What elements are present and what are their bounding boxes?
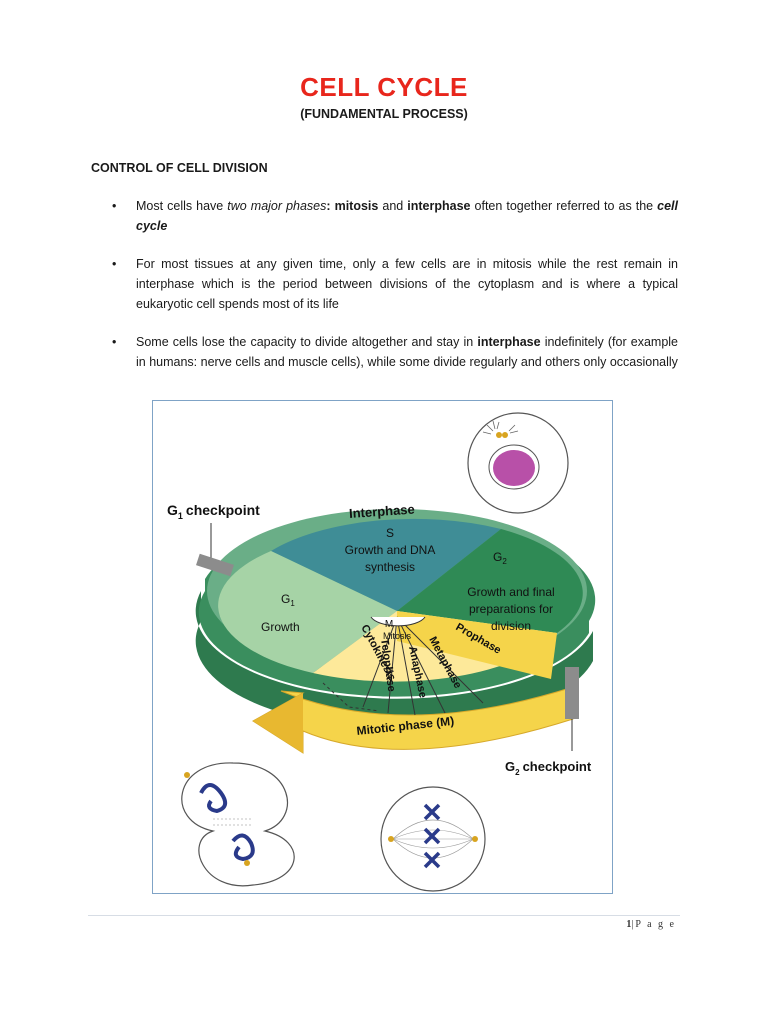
bullet-text-run: cell cycle: [136, 199, 678, 233]
bullet-text-run: and: [378, 199, 408, 213]
g2-phase-line2: preparations for: [469, 602, 553, 616]
bullet-text-run: Most cells have: [136, 199, 228, 213]
s-phase-title: S: [386, 526, 394, 540]
cell-cycle-disk: [218, 518, 583, 682]
bullet-text-run: interphase: [407, 199, 471, 213]
bullet-marker: •: [112, 335, 117, 349]
bullet-item: • For most tissues at any given time, on…: [112, 254, 678, 314]
mitosis-dividers: [322, 616, 484, 716]
g1-phase-title: G1: [281, 592, 295, 608]
g2-phase-title: G2: [493, 550, 507, 566]
g1-phase-sector: [218, 551, 397, 673]
g2-phase-line1: Growth and final: [467, 585, 554, 599]
page-number: 1|P a g e: [626, 919, 676, 930]
metaphase-cell-illustration: [380, 786, 486, 892]
bullet-text: For most tissues at any given time, only…: [136, 257, 678, 311]
interphase-label: Interphase: [349, 502, 416, 522]
s-phase-line1: Growth and DNA: [345, 543, 436, 557]
cytokinesis-cell-illustration: [181, 762, 295, 887]
page-subtitle: (FUNDAMENTAL PROCESS): [300, 107, 468, 121]
s-phase-line2: synthesis: [365, 560, 415, 574]
bullet-text: Most cells have two major phases: mitosi…: [136, 199, 678, 233]
bullet-text-run: For most tissues at any given time, only…: [136, 257, 678, 311]
bullet-text: Some cells lose the capacity to divide a…: [136, 335, 678, 369]
bullet-marker: •: [112, 257, 117, 271]
section-heading: CONTROL OF CELL DIVISION: [91, 161, 268, 175]
bullet-text-run: Some cells lose the capacity to divide a…: [136, 335, 478, 349]
s-phase-sector: [271, 518, 501, 611]
g2-checkpoint-marker: [565, 667, 579, 751]
bullet-list: • Most cells have two major phases: mito…: [112, 196, 678, 390]
bullet-item: • Some cells lose the capacity to divide…: [112, 332, 678, 372]
bullet-text-run: :: [326, 199, 335, 213]
bullet-text-run: interphase: [477, 335, 541, 349]
chromosome-icon: [423, 803, 441, 869]
g1-phase-growth: Growth: [261, 620, 300, 634]
bullet-text-run: indefinitely (for example in humans: ner…: [136, 335, 679, 369]
mitosis-label: Mitosis: [383, 631, 412, 641]
bullet-text-run: mitosis: [334, 199, 379, 213]
m-label: M: [385, 619, 393, 630]
g1-checkpoint-marker: [196, 523, 234, 577]
nucleus-icon: [493, 450, 535, 486]
g2-phase-line3: division: [491, 619, 531, 633]
bullet-text-run: often together referred to as the: [470, 199, 658, 213]
interphase-cell-illustration: [467, 412, 569, 514]
page-title: CELL CYCLE: [300, 72, 468, 102]
mitotic-phase-arrow: [252, 686, 574, 754]
bullet-item: • Most cells have two major phases: mito…: [112, 196, 678, 236]
bullet-marker: •: [112, 199, 117, 213]
footer-divider: [88, 915, 680, 916]
g2-phase-sector: [397, 529, 583, 633]
bullet-text-run: two major phases: [227, 199, 327, 213]
